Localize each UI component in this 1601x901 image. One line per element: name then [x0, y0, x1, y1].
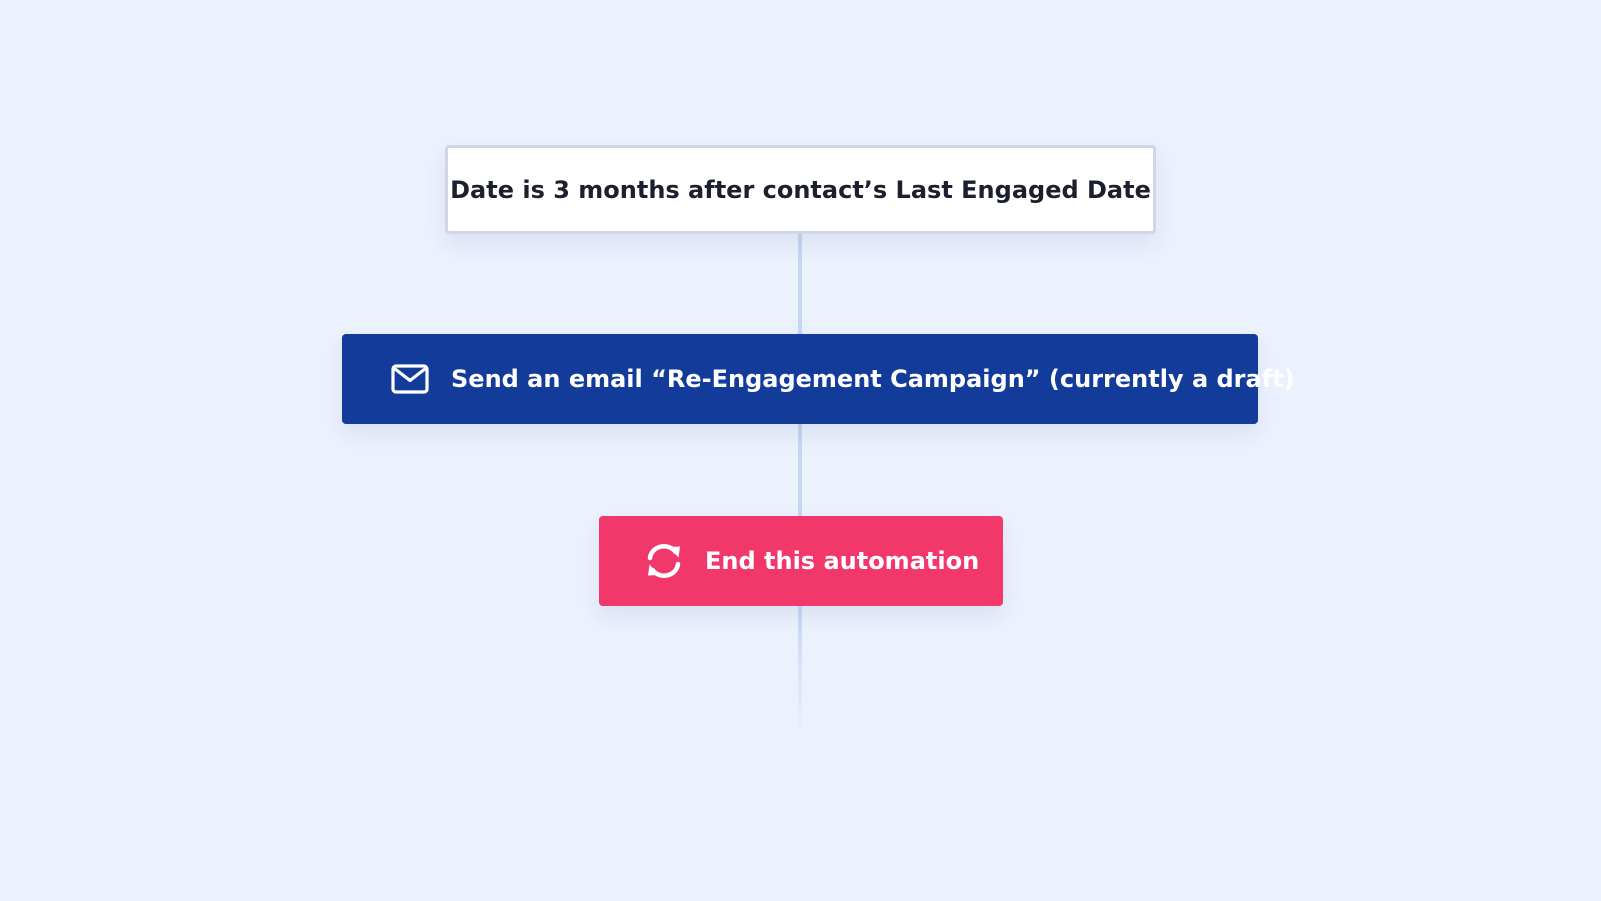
connector-line	[798, 232, 802, 336]
end-automation-label: End this automation	[705, 547, 980, 575]
end-automation-action-node[interactable]: End this automation	[599, 516, 1003, 606]
trigger-node[interactable]: Date is 3 months after contact’s Last En…	[445, 145, 1156, 234]
send-email-label: Send an email “Re-Engagement Campaign” (…	[451, 365, 1295, 393]
envelope-icon	[391, 364, 429, 394]
connector-line	[798, 606, 802, 736]
connector-line	[798, 424, 802, 516]
send-email-action-node[interactable]: Send an email “Re-Engagement Campaign” (…	[342, 334, 1295, 424]
trigger-label: Date is 3 months after contact’s Last En…	[450, 175, 1151, 204]
refresh-icon	[645, 543, 683, 579]
